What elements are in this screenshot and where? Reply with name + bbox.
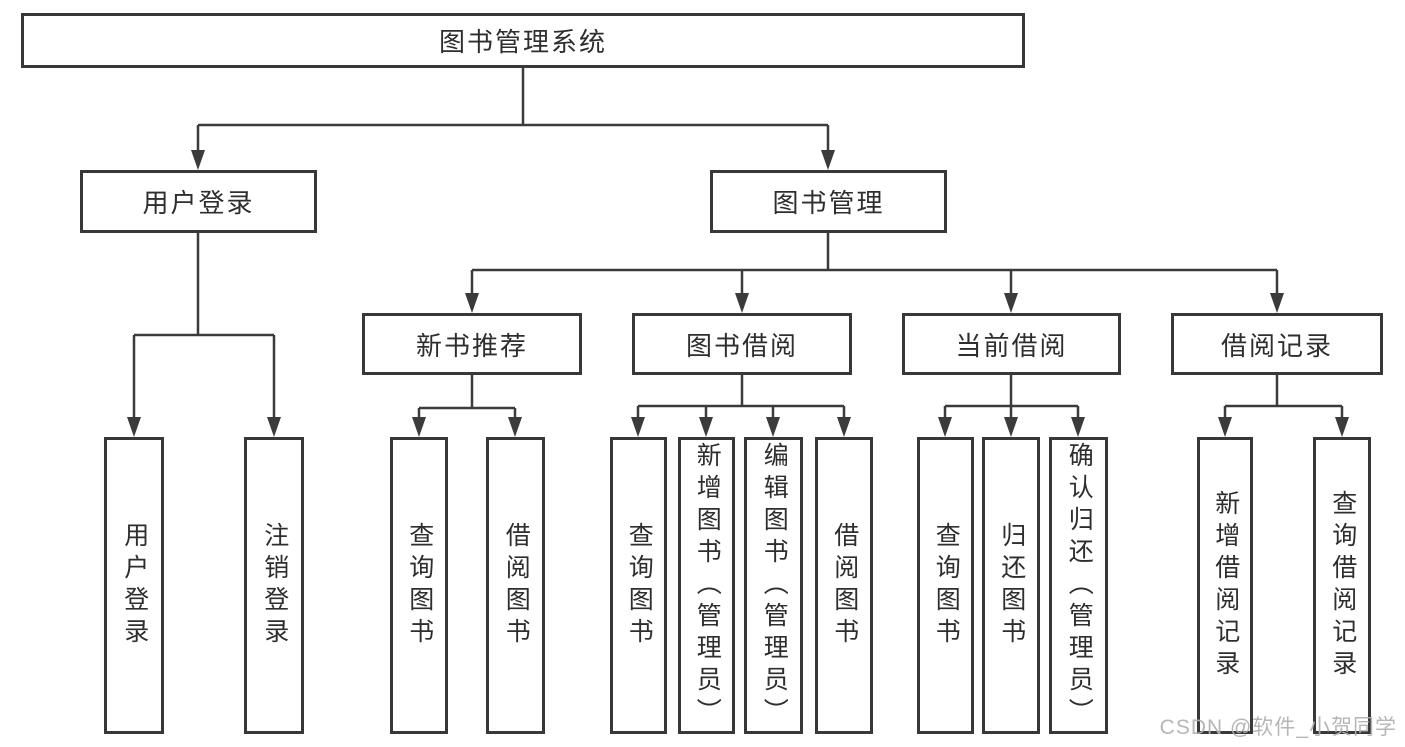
arrowhead [465, 293, 479, 313]
arrowhead [1335, 417, 1349, 437]
arrowhead [267, 417, 281, 437]
leaf-return-book: 归还图书 [982, 437, 1040, 734]
connector-userlogin-to-leaves [132, 233, 276, 419]
leaf-confirm-return-admin: 确认归还（管理员） [1049, 437, 1108, 734]
arrowhead [699, 417, 713, 437]
node-book-borrow: 图书借阅 [632, 313, 852, 375]
arrowhead [1270, 293, 1284, 313]
arrowhead [837, 417, 851, 437]
node-borrow-records: 借阅记录 [1171, 313, 1383, 375]
connector-newbooks-to-leaves [417, 375, 517, 419]
connector-bookmgmt-to-level3 [470, 233, 1279, 295]
node-user-login: 用户登录 [80, 170, 317, 233]
leaf-query-borrow-record: 查询借阅记录 [1313, 437, 1371, 734]
node-new-book-recommend: 新书推荐 [362, 313, 582, 375]
connector-current-to-leaves [943, 375, 1080, 419]
arrowhead [1218, 417, 1232, 437]
leaf-borrow-books-2: 借阅图书 [815, 437, 873, 734]
leaf-user-login: 用户登录 [104, 437, 164, 734]
arrowhead [191, 150, 205, 170]
arrowhead [1004, 417, 1018, 437]
leaf-add-book-admin: 新增图书（管理员） [678, 437, 735, 734]
leaf-logout: 注销登录 [244, 437, 304, 734]
connector-root-to-level2 [196, 68, 830, 152]
connector-records-to-leaves [1223, 375, 1344, 419]
node-current-borrow: 当前借阅 [902, 313, 1121, 375]
leaf-query-books-2: 查询图书 [610, 437, 667, 734]
arrowhead [631, 417, 645, 437]
arrowhead [412, 417, 426, 437]
leaf-query-books-3: 查询图书 [917, 437, 974, 734]
arrowhead [766, 417, 780, 437]
connector-borrow-to-leaves [636, 375, 846, 419]
arrowhead [508, 417, 522, 437]
leaf-borrow-books-1: 借阅图书 [486, 437, 545, 734]
leaf-edit-book-admin: 编辑图书（管理员） [744, 437, 803, 734]
arrowhead [127, 417, 141, 437]
arrowhead [1071, 417, 1085, 437]
leaf-query-books-1: 查询图书 [390, 437, 448, 734]
node-root-system: 图书管理系统 [21, 13, 1025, 68]
arrowhead [821, 150, 835, 170]
arrowhead [1004, 293, 1018, 313]
node-book-management: 图书管理 [710, 170, 947, 233]
arrowhead [938, 417, 952, 437]
csdn-watermark: CSDN @软件_小贺同学 [1159, 716, 1397, 739]
leaf-add-borrow-record: 新增借阅记录 [1197, 437, 1253, 734]
arrowhead [735, 293, 749, 313]
